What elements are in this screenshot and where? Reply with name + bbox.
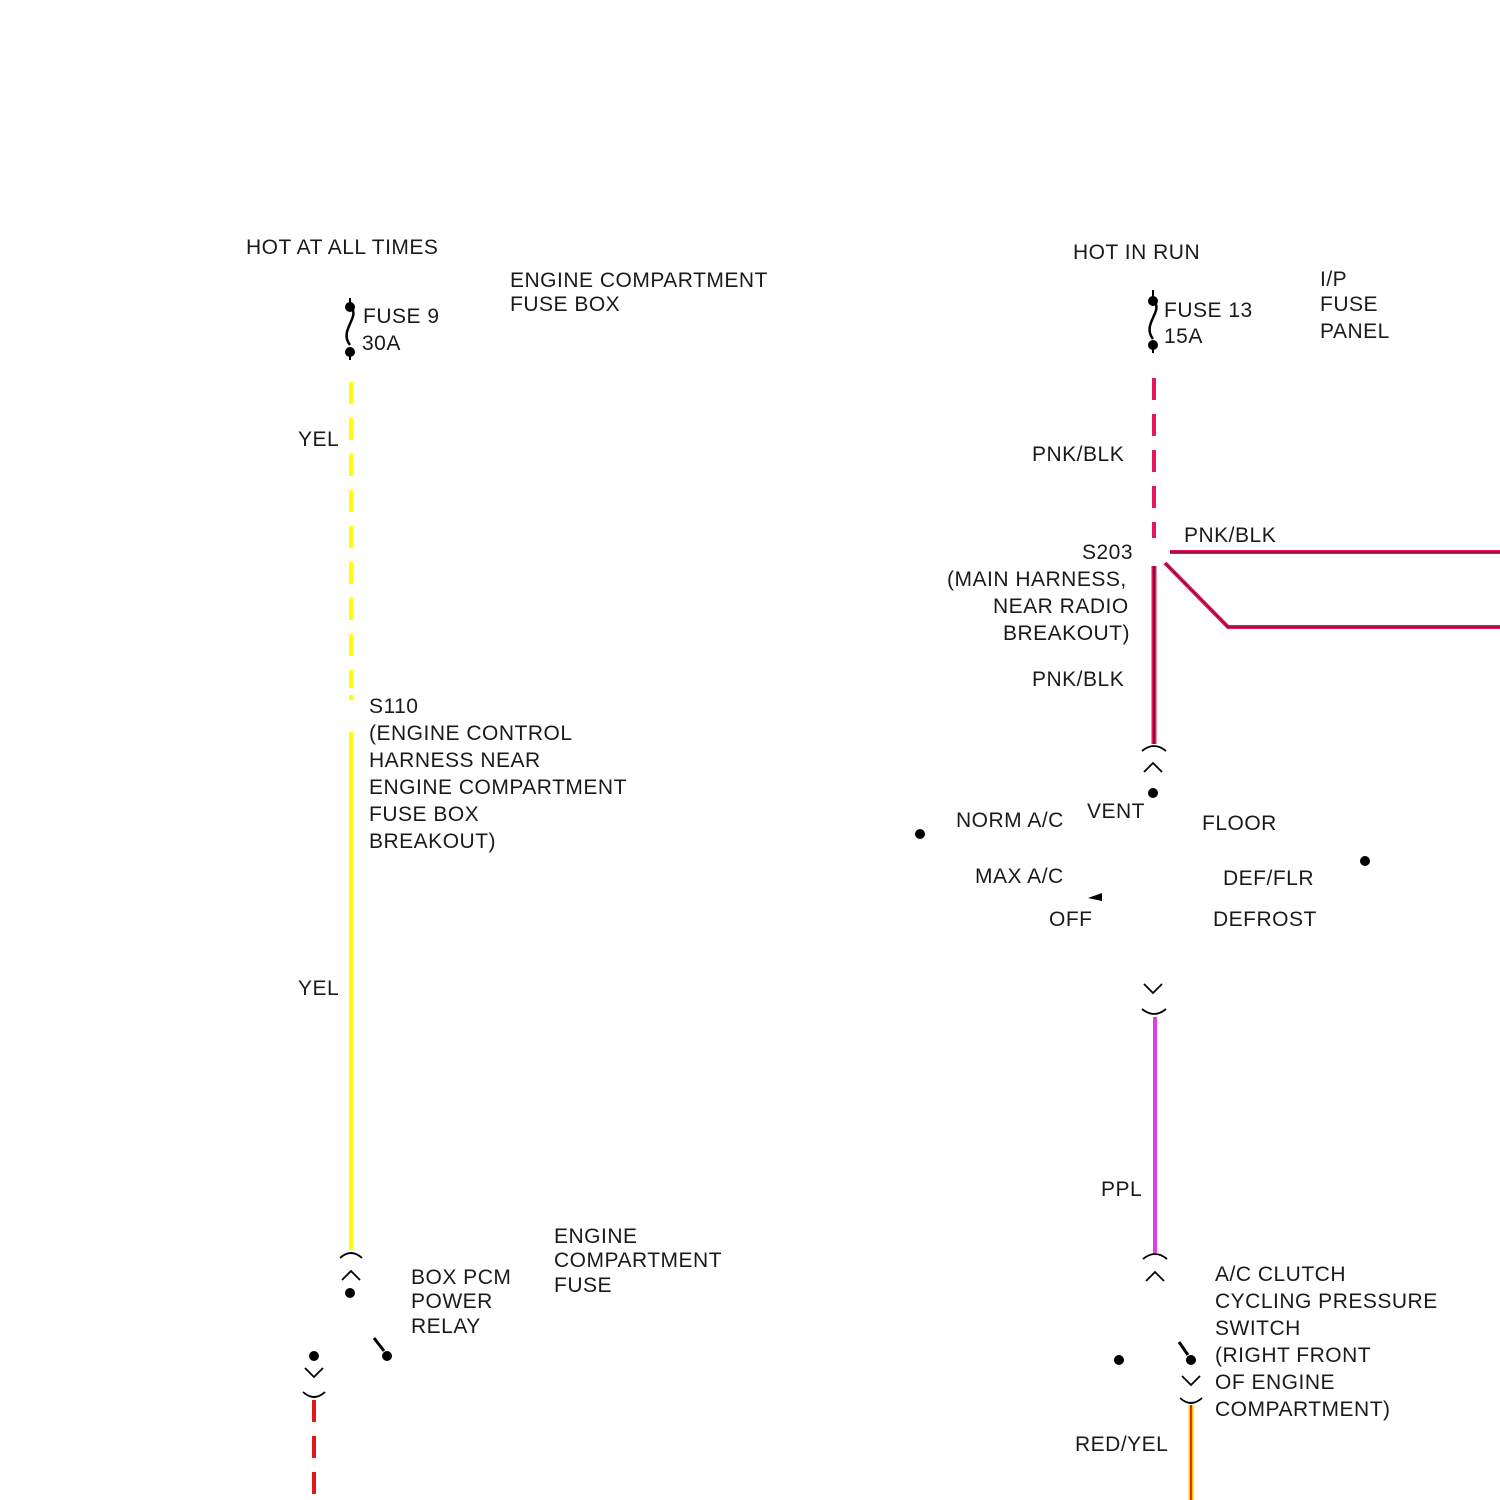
- pnk-blk-branch-label: PNK/BLK: [1184, 524, 1276, 547]
- pressure-switch-connector-in: [1143, 1254, 1167, 1281]
- switch-wiper-arrow: [1088, 893, 1102, 901]
- s110-splice-desc-5: BREAKOUT): [369, 830, 496, 853]
- switch-common-contact: [1148, 788, 1158, 798]
- switch-vent: VENT: [1087, 800, 1145, 823]
- left-circuit: HOT AT ALL TIMES ENGINE COMPARTMENT FUSE…: [246, 236, 768, 1500]
- relay-location-2: COMPARTMENT: [554, 1249, 722, 1272]
- pnk-blk-upper-label: PNK/BLK: [1032, 443, 1124, 466]
- pressure-switch-label-6: COMPARTMENT): [1215, 1398, 1391, 1421]
- s203-splice-label: S203: [1082, 541, 1133, 564]
- pnk-blk-mid-label: PNK/BLK: [1032, 668, 1124, 691]
- relay-input-contact: [345, 1288, 355, 1298]
- switch-norm-ac: NORM A/C: [956, 809, 1064, 832]
- s203-splice-desc-3: BREAKOUT): [1003, 622, 1130, 645]
- left-source-label: HOT AT ALL TIMES: [246, 236, 438, 259]
- right-source-label: HOT IN RUN: [1073, 241, 1200, 264]
- s110-splice-label: S110: [369, 695, 419, 718]
- switch-off: OFF: [1049, 908, 1093, 931]
- ppl-wire-label: PPL: [1101, 1178, 1142, 1201]
- fuse-9-name: FUSE 9: [363, 305, 440, 328]
- fuse-13-rating: 15A: [1164, 325, 1203, 348]
- s110-splice-desc-2: HARNESS NEAR: [369, 749, 541, 772]
- fuse-13-name: FUSE 13: [1164, 299, 1253, 322]
- fuse-9-rating: 30A: [362, 332, 401, 355]
- s203-splice-desc-2: NEAR RADIO: [993, 595, 1129, 618]
- red-yel-wire-label: RED/YEL: [1075, 1433, 1168, 1456]
- s203-splice-desc-1: (MAIN HARNESS,: [947, 568, 1127, 591]
- switch-max-ac: MAX A/C: [975, 865, 1064, 888]
- relay-connector-out: [303, 1368, 325, 1397]
- pressure-switch: [1114, 1342, 1196, 1365]
- pressure-switch-label-5: OF ENGINE: [1215, 1371, 1335, 1394]
- ip-fuse-panel-3: PANEL: [1320, 320, 1390, 343]
- switch-defrost: DEFROST: [1213, 908, 1317, 931]
- s110-splice-desc-1: (ENGINE CONTROL: [369, 722, 573, 745]
- switch-def-flr: DEF/FLR: [1223, 867, 1314, 890]
- switch-floor: FLOOR: [1202, 812, 1277, 835]
- fuse-9-symbol: [345, 298, 355, 360]
- switch-connector-out: [1142, 984, 1166, 1014]
- ip-fuse-panel-1: I/P: [1320, 268, 1347, 291]
- yel-wire-lower-label: YEL: [298, 977, 339, 1000]
- fuse-13-symbol: [1148, 290, 1158, 353]
- relay-label-3: RELAY: [411, 1315, 481, 1338]
- switch-connector-in: [1142, 746, 1166, 772]
- pressure-switch-label-2: CYCLING PRESSURE: [1215, 1290, 1438, 1313]
- pnk-blk-branch-wires: [1165, 552, 1500, 627]
- relay-switch: [309, 1338, 392, 1361]
- pressure-switch-connector-out: [1180, 1376, 1202, 1403]
- norm-ac-contact: [915, 829, 925, 839]
- yel-wire-upper-label: YEL: [298, 428, 339, 451]
- relay-label-1: BOX PCM: [411, 1266, 511, 1289]
- relay-location-1: ENGINE: [554, 1225, 638, 1248]
- fuse-box-label-line2: FUSE BOX: [510, 293, 620, 316]
- relay-location-3: FUSE: [554, 1274, 612, 1297]
- relay-connector-in: [340, 1253, 362, 1280]
- relay-label-2: POWER: [411, 1290, 493, 1313]
- right-circuit: HOT IN RUN I/P FUSE PANEL FUSE 13 15A PN…: [915, 241, 1500, 1500]
- fuse-box-label-line1: ENGINE COMPARTMENT: [510, 269, 768, 292]
- pressure-switch-label-1: A/C CLUTCH: [1215, 1263, 1346, 1286]
- s110-splice-desc-3: ENGINE COMPARTMENT: [369, 776, 627, 799]
- def-flr-contact: [1360, 856, 1370, 866]
- pressure-switch-label-3: SWITCH: [1215, 1317, 1301, 1340]
- pressure-switch-label-4: (RIGHT FRONT: [1215, 1344, 1371, 1367]
- s110-splice-desc-4: FUSE BOX: [369, 803, 479, 826]
- ip-fuse-panel-2: FUSE: [1320, 293, 1378, 316]
